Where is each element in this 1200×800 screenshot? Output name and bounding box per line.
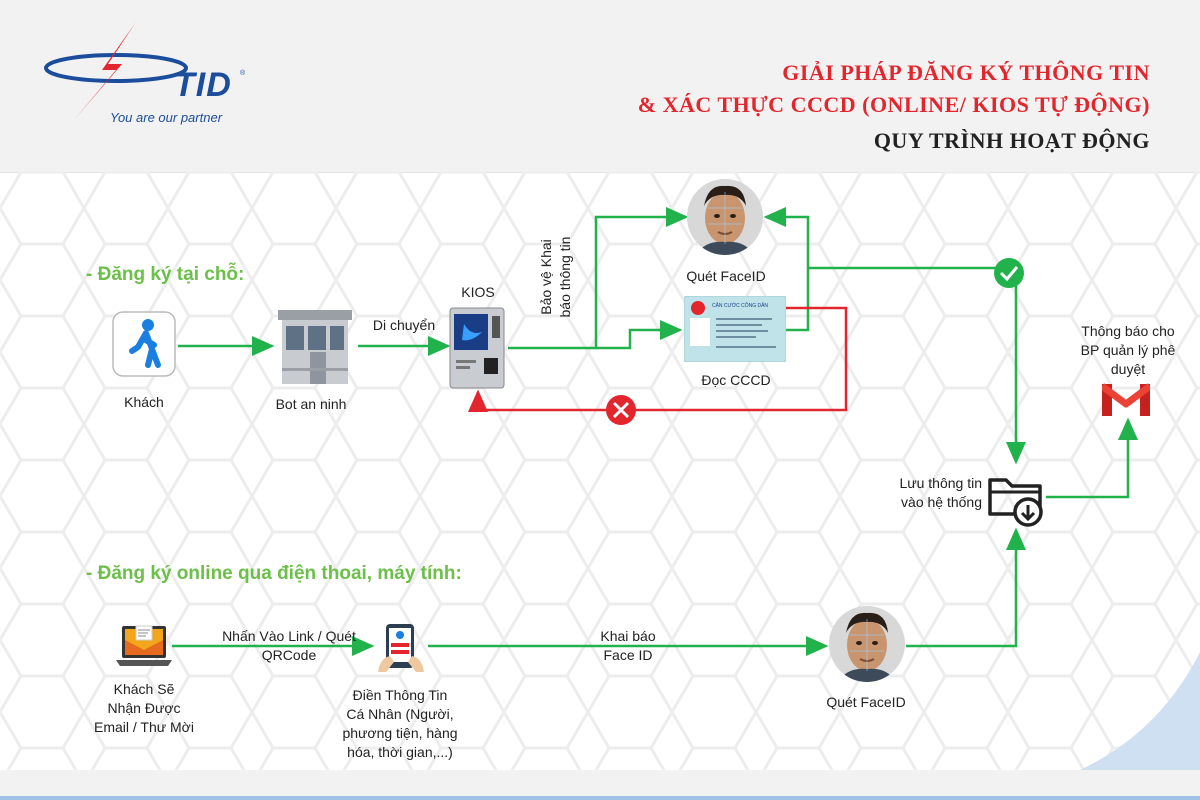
notify-label-line3: duyệt bbox=[1110, 361, 1146, 377]
fill-info-label: Điền Thông Tin Cá Nhân (Người, phương ti… bbox=[320, 686, 480, 762]
fill-info-line1: Điền Thông Tin bbox=[352, 687, 448, 703]
footer-line bbox=[0, 796, 1200, 800]
section-online-heading: - Đăng ký online qua điện thoai, máy tín… bbox=[86, 563, 462, 584]
face-scan-icon bbox=[687, 179, 763, 255]
declare-face-label: Khai báo Face ID bbox=[568, 627, 688, 665]
arrow-face-to-storage bbox=[808, 266, 1026, 465]
arrow-storage-to-notify bbox=[1046, 417, 1138, 499]
guard-label: Bảo vệ Khai báo thông tin bbox=[537, 217, 575, 337]
arrow-reject-to-kiosk bbox=[468, 306, 848, 412]
tid-logo: TID ® You are our partner bbox=[44, 20, 254, 125]
read-id-label: Đọc CCCD bbox=[701, 372, 771, 388]
id-card-icon: CĂN CƯỚC CÔNG DÂN bbox=[684, 296, 786, 362]
header-band: TID ® You are our partner GIẢI PHÁP ĐĂNG… bbox=[0, 0, 1200, 173]
face-scan-online-label: Quét FaceID bbox=[826, 694, 906, 710]
arrow-face-to-storage-online bbox=[906, 527, 1026, 648]
guard-label-line2: báo thông tin bbox=[557, 236, 573, 318]
page-title-line1: GIẢI PHÁP ĐĂNG KÝ THÔNG TIN bbox=[782, 60, 1150, 85]
email-label-line3: Email / Thư Mời bbox=[94, 719, 194, 735]
walking-person-icon bbox=[112, 311, 176, 377]
storage-label-line2: vào hệ thống bbox=[901, 494, 982, 510]
storage-label: Lưu thông tin vào hệ thống bbox=[884, 474, 982, 512]
email-label-line2: Nhận Được bbox=[107, 700, 181, 716]
declare-face-line2: Face ID bbox=[603, 647, 653, 663]
logo-swoosh-icon bbox=[44, 22, 188, 120]
notify-label-line2: BP quản lý phê bbox=[1080, 342, 1176, 358]
check-icon bbox=[994, 258, 1024, 288]
section-onsite-heading: - Đăng ký tại chỗ: bbox=[86, 264, 245, 285]
fill-info-line3: phương tiện, hàng bbox=[342, 725, 458, 741]
kiosk-label: KIOS bbox=[461, 284, 495, 300]
laptop-email-icon bbox=[116, 625, 172, 666]
declare-face-line1: Khai báo bbox=[600, 628, 656, 644]
guard-label-line1: Bảo vệ Khai bbox=[538, 239, 554, 315]
arrow-kiosk-to-face bbox=[508, 207, 689, 350]
storage-label-line1: Lưu thông tin bbox=[899, 475, 982, 491]
kiosk-icon bbox=[449, 307, 505, 389]
notify-label: Thông báo cho BP quản lý phê duyệt bbox=[1060, 322, 1196, 379]
fill-info-line2: Cá Nhân (Người, bbox=[346, 706, 454, 722]
booth-label: Bot an ninh bbox=[275, 396, 347, 412]
arrow-kiosk-to-id bbox=[596, 320, 683, 350]
page-title-line2: & XÁC THỰC CCCD (ONLINE/ KIOS TỰ ĐỘNG) bbox=[637, 92, 1150, 117]
click-link-label: Nhấn Vào Link / Quét QRCode bbox=[204, 627, 374, 665]
id-card-header-text: CĂN CƯỚC CÔNG DÂN bbox=[712, 302, 768, 309]
face-scan-online-icon bbox=[829, 606, 905, 682]
folder-download-icon bbox=[988, 478, 1043, 527]
gmail-icon bbox=[1102, 383, 1150, 416]
logo-slogan: You are our partner bbox=[110, 110, 223, 125]
security-booth-icon bbox=[278, 310, 352, 384]
footer-band bbox=[0, 770, 1200, 800]
arrow-id-to-face bbox=[763, 207, 810, 332]
click-link-label-line2: QRCode bbox=[261, 647, 317, 663]
logo-brand-text: TID bbox=[174, 66, 232, 104]
email-label: Khách Sẽ Nhận Được Email / Thư Mời bbox=[76, 680, 212, 737]
face-scan-label: Quét FaceID bbox=[686, 268, 766, 284]
move-label: Di chuyển bbox=[372, 317, 436, 333]
guest-label: Khách bbox=[124, 394, 164, 410]
reject-icon bbox=[606, 395, 636, 425]
page-subtitle: QUY TRÌNH HOẠT ĐỘNG bbox=[873, 128, 1150, 153]
fill-info-line4: hóa, thời gian,...) bbox=[347, 744, 453, 760]
phone-form-icon bbox=[378, 624, 424, 672]
click-link-label-line1: Nhấn Vào Link / Quét bbox=[222, 628, 356, 644]
email-label-line1: Khách Sẽ bbox=[113, 681, 175, 697]
notify-label-line1: Thông báo cho bbox=[1081, 323, 1175, 339]
logo-registered-mark: ® bbox=[240, 70, 246, 77]
